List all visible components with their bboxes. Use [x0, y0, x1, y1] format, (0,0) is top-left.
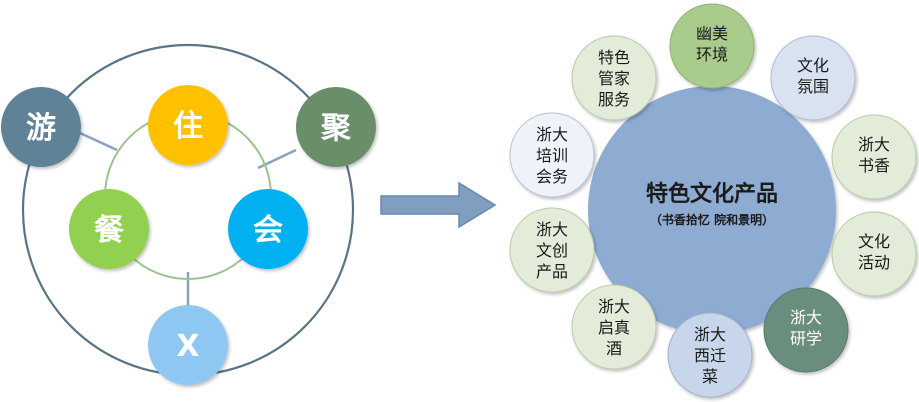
petal-qizhen: [571, 284, 657, 370]
hub-subtitle: （书香拾忆 院和景明）: [650, 212, 774, 227]
transition-arrow: [380, 181, 497, 229]
petal-fenwei-line-2: 氛围: [797, 77, 829, 96]
connector-you: [79, 131, 118, 152]
node-x: X: [148, 305, 228, 385]
node-can: 餐: [69, 189, 149, 269]
petal-peixun-line-1: 浙大: [536, 125, 568, 144]
petal-xiqian-line-3: 菜: [702, 367, 718, 386]
petal-shuxiang-line-1: 浙大: [858, 135, 890, 154]
node-hui: 会: [228, 189, 308, 269]
petal-peixun-line-3: 会务: [536, 167, 568, 186]
petal-qizhen-line-3: 酒: [606, 339, 622, 358]
node-you: 游: [1, 87, 81, 167]
petal-youmei: [669, 3, 755, 89]
petal-fenwei: [770, 35, 856, 121]
petal-xiqian-line-1: 浙大: [694, 325, 726, 344]
petal-wenchuang: [509, 207, 595, 293]
petal-peixun: [509, 112, 595, 198]
petal-qizhen-line-1: 浙大: [598, 297, 630, 316]
node-hui-label: 会: [253, 213, 283, 248]
petal-peixun-line-2: 培训: [536, 146, 568, 165]
node-zhu-label: 住: [173, 109, 203, 144]
node-can-label: 餐: [94, 213, 125, 248]
petal-youmei-line-1: 幽美: [696, 24, 728, 43]
petal-wenchuang-line-3: 产品: [536, 262, 568, 281]
petal-wenchuang-line-1: 浙大: [536, 220, 568, 239]
node-zhu: 住: [148, 85, 228, 165]
node-you-label: 游: [26, 111, 56, 146]
right-diagram: 特色文化产品 （书香拾忆 院和景明） 幽美 环境 文化 氛围 浙大 书香 文化 …: [509, 3, 917, 398]
petal-fenwei-line-1: 文化: [797, 56, 829, 75]
petal-yanxue-line-2: 研学: [790, 329, 822, 348]
petal-xiqian: [667, 312, 753, 398]
node-ju: 聚: [296, 87, 376, 167]
petal-guanjia-line-2: 管家: [598, 69, 630, 88]
node-x-label: X: [176, 329, 199, 364]
node-ju-label: 聚: [320, 111, 352, 146]
petal-wenchuang-line-2: 文创: [536, 241, 568, 260]
petal-yanxue: [763, 287, 849, 373]
petal-shuxiang-line-2: 书香: [858, 156, 890, 175]
connector-ju: [257, 148, 297, 170]
petal-guanjia: [571, 35, 657, 121]
left-diagram: 住 餐 会 游 聚 X: [1, 43, 376, 385]
petal-huodong-line-1: 文化: [858, 232, 890, 251]
petal-huodong-line-2: 活动: [858, 253, 890, 272]
petal-guanjia-line-3: 服务: [598, 90, 630, 109]
petal-yanxue-line-1: 浙大: [790, 308, 822, 327]
hub-title: 特色文化产品: [646, 181, 778, 207]
petal-xiqian-line-2: 西迁: [694, 346, 726, 365]
hub-circle: [588, 86, 836, 334]
petal-youmei-line-2: 环境: [696, 45, 728, 64]
petal-shuxiang: [831, 114, 917, 200]
petal-qizhen-line-2: 启真: [598, 318, 630, 337]
petal-guanjia-line-1: 特色: [598, 48, 630, 67]
petal-huodong: [831, 211, 917, 297]
